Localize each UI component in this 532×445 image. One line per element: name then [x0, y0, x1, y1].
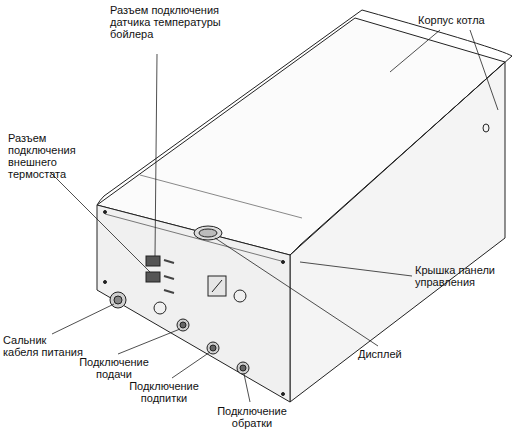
callout-label: Крышка панели управления [415, 264, 525, 288]
callout-label: Подключение подачи [74, 356, 154, 380]
return-fitting [237, 362, 249, 374]
leader-line [172, 352, 210, 378]
display [194, 226, 222, 240]
screw [282, 261, 285, 264]
callout-label: Дисплей [358, 348, 438, 360]
callout-label: Сальник кабеля питания [3, 334, 83, 358]
supply-fitting [180, 322, 186, 328]
leader-line [300, 262, 412, 276]
connector-slot [164, 260, 174, 293]
cover-edge [97, 196, 104, 205]
cover-seam [140, 175, 302, 218]
screw [104, 281, 107, 284]
leader-line [215, 238, 378, 346]
leader-line [155, 54, 157, 256]
leader-lines [50, 30, 498, 402]
cable-gland [110, 292, 126, 308]
connector-block [146, 256, 160, 266]
makeup-fitting [210, 345, 216, 351]
leader-line [470, 30, 498, 110]
connector-block [146, 272, 160, 282]
cable-gland [114, 296, 122, 304]
callout-label: Подключение обратки [212, 405, 292, 429]
leader-line [50, 172, 150, 272]
leader-line [118, 329, 180, 354]
leader-line [52, 304, 114, 334]
callout-label: Разъем подключения датчика температуры б… [110, 4, 222, 40]
switch [208, 276, 226, 296]
side-hole [483, 124, 489, 132]
hole [154, 302, 166, 314]
return-fitting [240, 365, 246, 371]
boiler-side [290, 62, 505, 402]
leader-line [244, 374, 250, 402]
hole [234, 290, 246, 302]
cover-edge [300, 56, 512, 245]
makeup-fitting [207, 342, 219, 354]
display [199, 229, 217, 237]
screw [282, 393, 285, 396]
panel-edge [105, 214, 285, 262]
callout-label: Корпус котла [418, 14, 518, 26]
screw [104, 211, 107, 214]
leader-line [390, 30, 440, 72]
cover-edge [290, 245, 300, 255]
switch [212, 280, 222, 292]
callout-label: Разъем подключения внешнего термостата [8, 132, 112, 180]
callout-label: Подключение подпитки [124, 380, 204, 404]
